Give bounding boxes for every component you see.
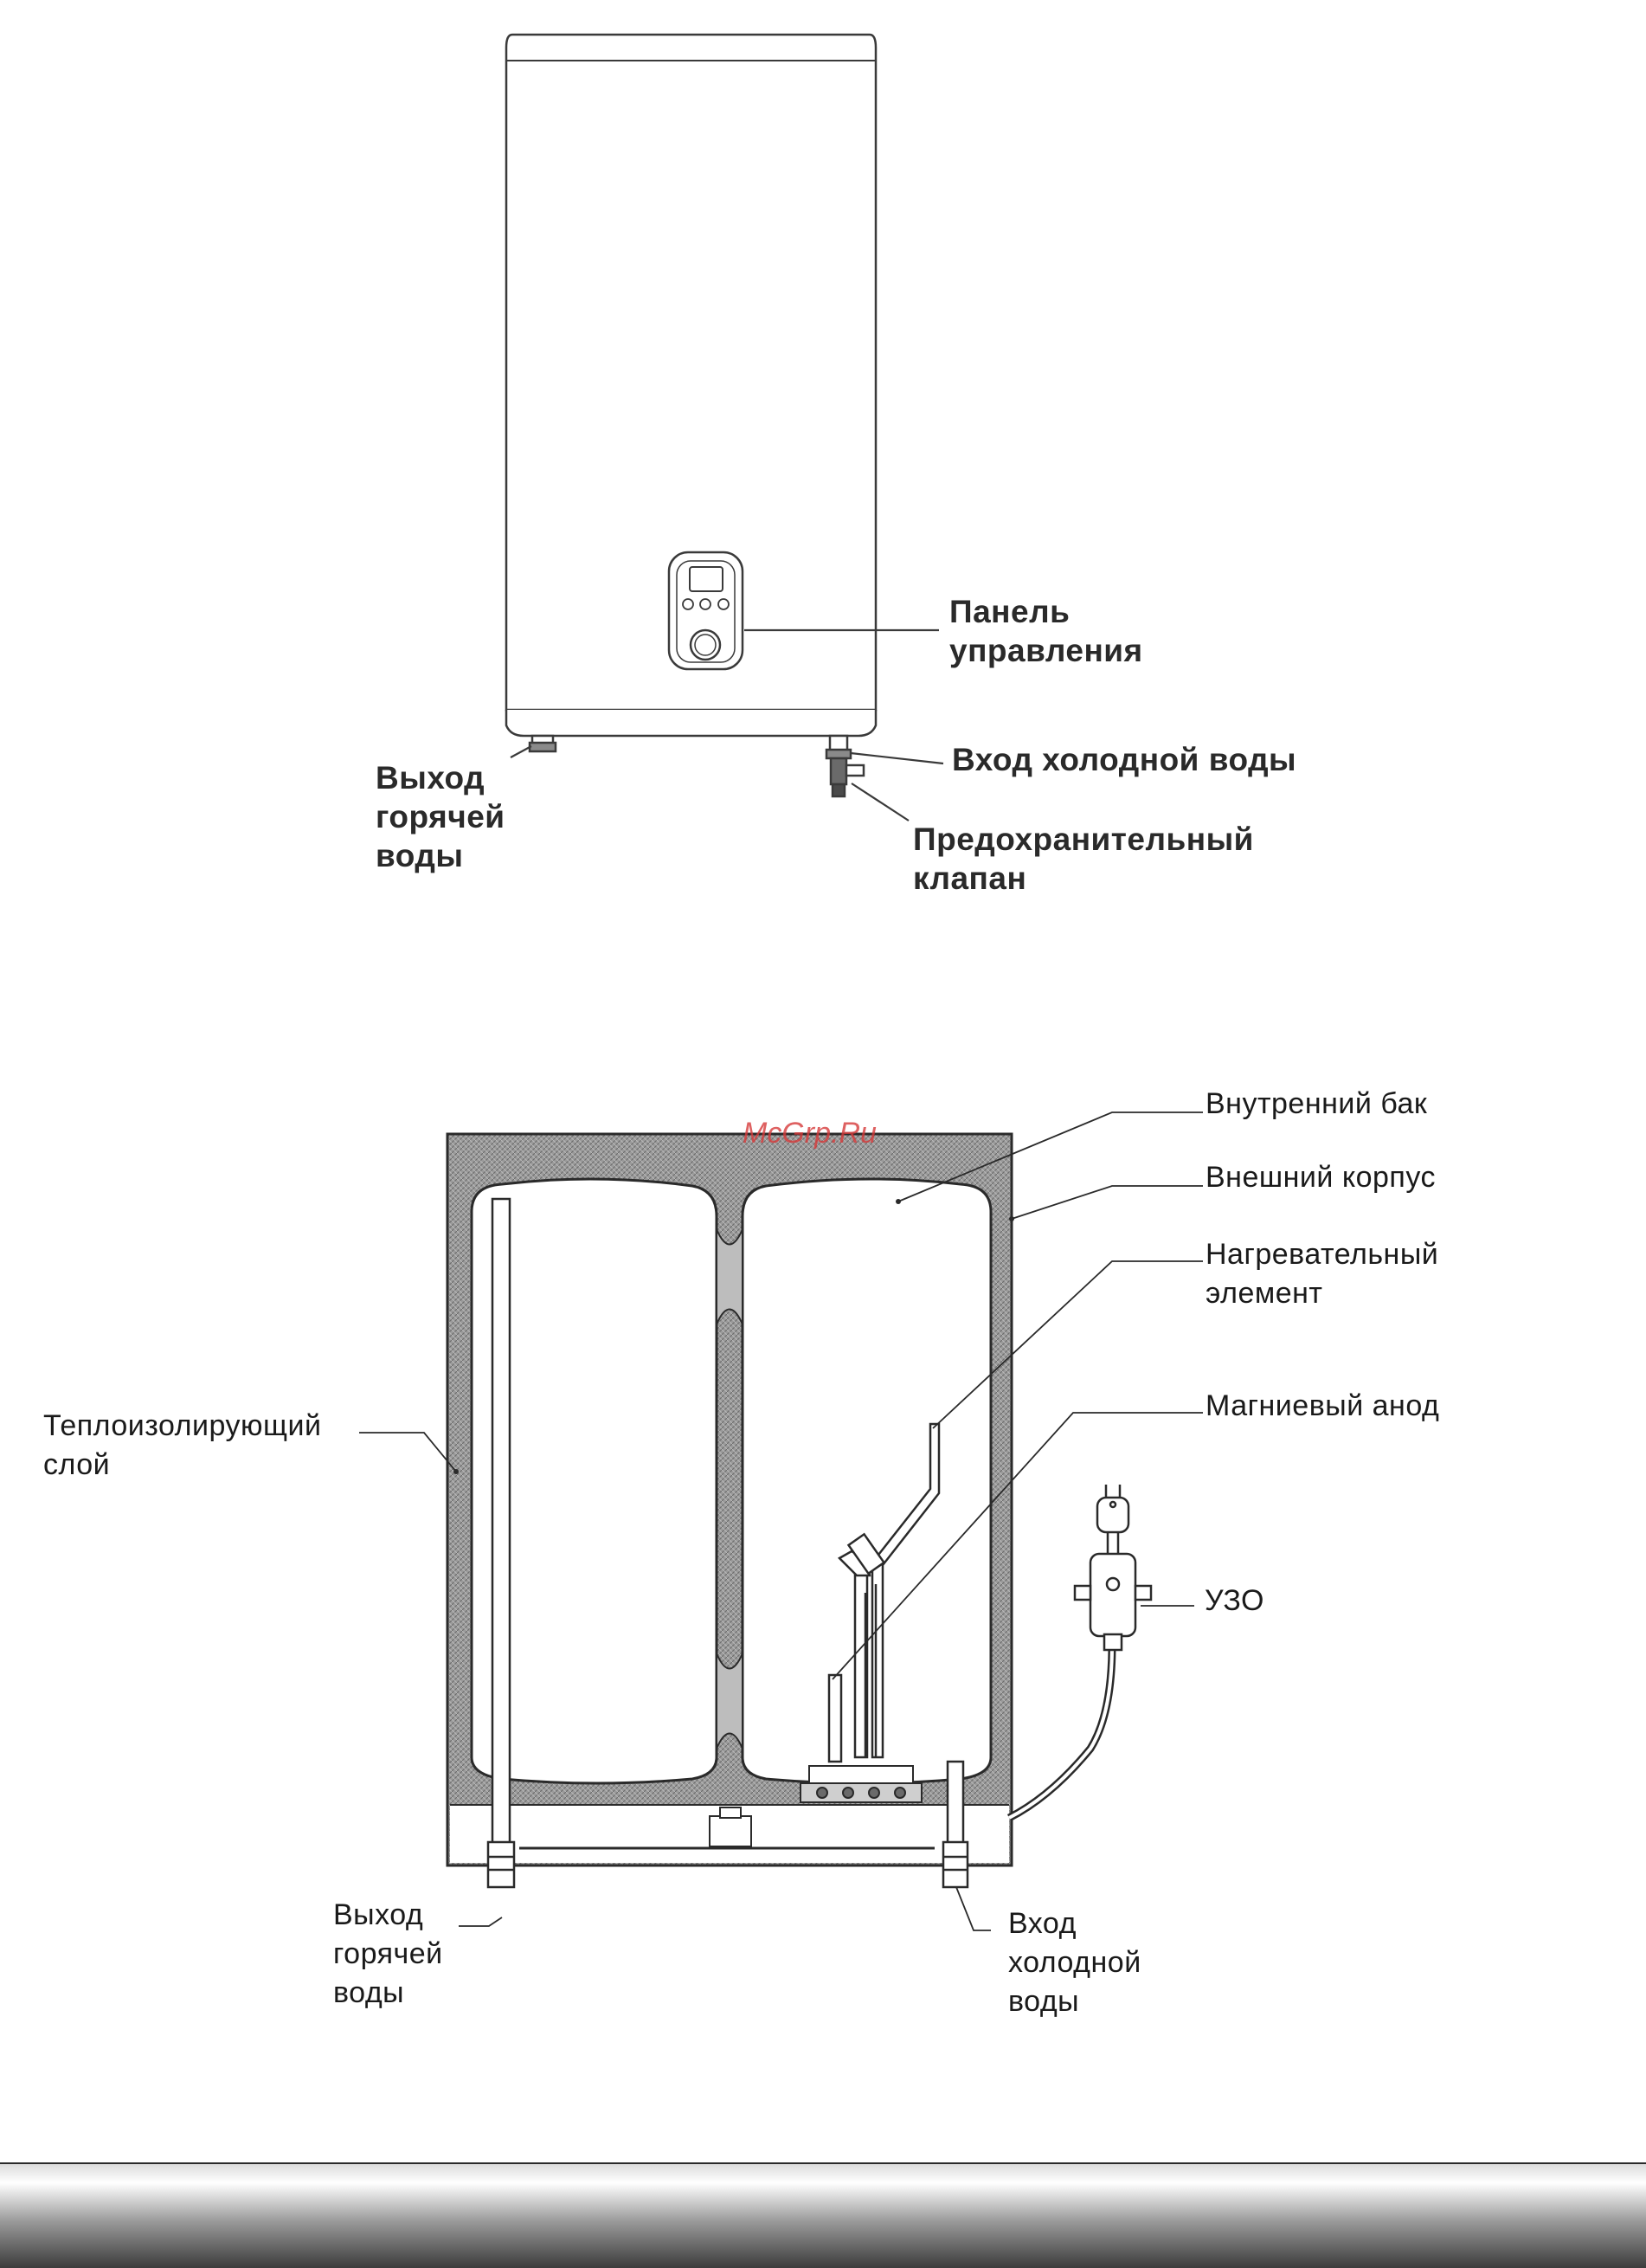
watermark: McGrp.Ru	[743, 1117, 877, 1150]
label-control-panel: Панель управления	[949, 592, 1143, 670]
label-rcd: УЗО	[1205, 1582, 1264, 1620]
label-insulation: Теплоизолирующий слой	[43, 1407, 322, 1485]
label-hot-outlet-bottom: Выход горячей воды	[333, 1896, 443, 2013]
leader-cold-inlet	[851, 753, 943, 764]
label-outer-case: Внешний корпус	[1206, 1158, 1436, 1197]
heater-flange	[800, 1766, 922, 1802]
label-magnesium-anode: Магниевый анод	[1206, 1387, 1439, 1426]
label-cold-inlet-bottom: Вход холодной воды	[1008, 1904, 1141, 2021]
power-cable	[1009, 1645, 1112, 1818]
leader-safety-valve	[852, 783, 909, 821]
page-footer-bar	[0, 2162, 1646, 2268]
label-cold-inlet-top: Вход холодной воды	[952, 740, 1296, 779]
leader-hot-outlet	[511, 746, 531, 757]
hot-outlet-pipe	[488, 1199, 514, 1887]
control-panel	[669, 552, 743, 669]
cold-inlet-pipe	[943, 1762, 968, 1887]
heater-front-view	[506, 35, 943, 821]
hot-outlet-fitting	[530, 736, 556, 751]
magnesium-anode	[829, 1675, 841, 1762]
label-heating-element: Нагревательный элемент	[1206, 1235, 1438, 1313]
label-hot-outlet-top: Выход горячей воды	[376, 758, 505, 875]
heater-bottom-cap	[506, 710, 876, 736]
label-safety-valve: Предохранительный клапан	[913, 820, 1254, 898]
label-inner-tank: Внутренний бак	[1206, 1085, 1427, 1124]
rcd-device	[1075, 1485, 1151, 1650]
heater-cross-section	[359, 1112, 1203, 1930]
